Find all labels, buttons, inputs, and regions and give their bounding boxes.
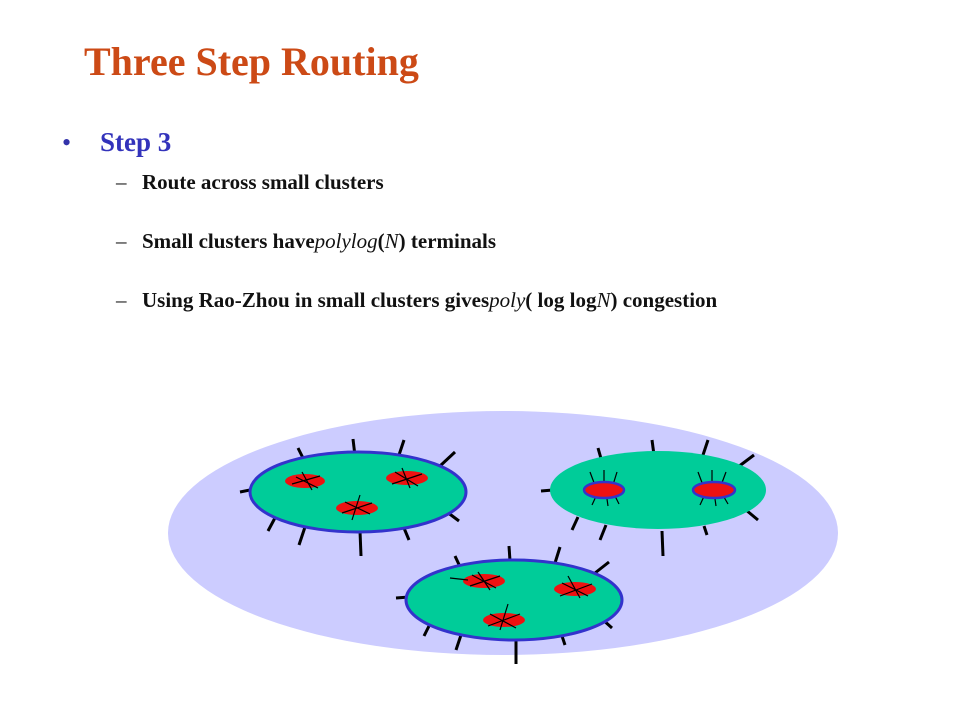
terminal-group-bottom-3	[483, 603, 525, 631]
sub-bullet-1: – Route across small clusters	[116, 167, 717, 198]
terminal-group-left-1	[285, 471, 325, 491]
cluster-left-body	[248, 450, 468, 534]
cluster-left-edges	[239, 438, 460, 557]
sub-bullet-mid: ( log log	[525, 288, 597, 312]
sub-bullet-post: ) terminals	[398, 229, 497, 253]
sub-bullet-italic-n: N	[596, 288, 611, 312]
terminal-group-right-2	[691, 470, 737, 507]
sub-bullet-text: Route across small clusters	[142, 170, 384, 194]
sub-bullet-mid: (	[377, 229, 385, 253]
terminal-group-right-1	[582, 470, 626, 507]
dash: –	[116, 288, 127, 312]
terminal-node	[691, 480, 737, 500]
small-cluster-right	[540, 439, 766, 557]
sub-bullet-pre: Small clusters have	[142, 229, 315, 253]
terminal-node	[582, 480, 626, 500]
bullet-step-3: • Step 3	[62, 127, 171, 158]
dash: –	[116, 229, 127, 253]
cluster-bottom-body	[404, 558, 624, 642]
sub-bullet-2: – Small clusters have polylog ( N ) term…	[116, 226, 717, 257]
sub-bullet-italic-n: N	[384, 229, 399, 253]
terminal-group-left-2	[386, 467, 428, 489]
small-cluster-bottom	[395, 545, 624, 664]
sub-bullet-italic: polylog	[314, 229, 378, 253]
bullet-dot: •	[62, 128, 72, 157]
cluster-right-edges	[540, 439, 759, 557]
slide-title: Three Step Routing	[84, 39, 419, 84]
small-cluster-left	[239, 438, 468, 557]
sub-bullet-pre: Using Rao-Zhou in small clusters gives	[142, 288, 490, 312]
sub-bullet-post: ) congestion	[610, 288, 718, 312]
sub-bullet-italic: poly	[489, 288, 526, 312]
dash: –	[116, 170, 127, 194]
terminal-node	[386, 471, 428, 485]
sub-bullet-list: – Route across small clusters – Small cl…	[116, 167, 717, 344]
sub-bullet-3: – Using Rao-Zhou in small clusters gives…	[116, 285, 717, 316]
terminal-group-left-3	[336, 494, 378, 521]
bullet-label: Step 3	[100, 127, 172, 157]
terminal-group-bottom-2	[554, 575, 596, 599]
terminal-group-bottom-1	[449, 571, 505, 591]
